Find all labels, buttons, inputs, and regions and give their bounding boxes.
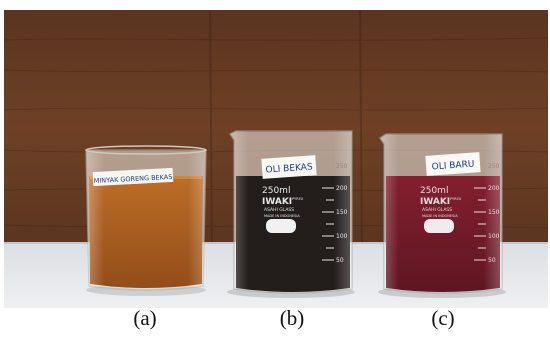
scale-c-200: 200 (488, 185, 500, 192)
glass-a: MINYAK GORENG BEKAS (85, 145, 207, 296)
glass-b: ASAHI GLASS (264, 207, 294, 213)
marking-spot-b (266, 219, 296, 233)
volume-mark-c: 250ml (420, 186, 448, 196)
label-b (261, 155, 317, 179)
label-c-text: OLI BARU (431, 160, 474, 173)
made-in-b: MADE IN INDONESIA (264, 214, 300, 218)
scale-c (474, 187, 486, 261)
volume-mark-b: 250ml (262, 186, 290, 196)
scale-b-250: 250 (336, 163, 348, 170)
scale-c-100: 100 (488, 233, 500, 240)
brand-suffix-c: PYREX (450, 197, 462, 201)
caption-c: (c) (431, 306, 455, 330)
caption-b: (b) (279, 306, 305, 330)
caption-a: (a) (133, 306, 157, 330)
beaker-c: 250ml IWAKI PYREX ASAHI GLASS MADE IN IN… (378, 133, 506, 298)
brand-b: IWAKI (262, 197, 292, 207)
scale-b (322, 187, 334, 261)
scale-b-100: 100 (336, 233, 348, 240)
label-b-text: OLI BEKAS (265, 162, 313, 175)
brand-c: IWAKI (420, 197, 450, 207)
beaker-b: 250ml IWAKI PYREX ASAHI GLASS MADE IN IN… (227, 130, 355, 298)
label-a (92, 167, 174, 187)
brand-suffix-b: PYREX (292, 197, 304, 201)
scale-b-150: 150 (336, 209, 348, 216)
scale-c-150: 150 (488, 209, 500, 216)
glass-c: ASAHI GLASS (422, 207, 452, 213)
scale-c-50: 50 (488, 257, 496, 264)
marking-spot-c (424, 219, 454, 233)
scale-c-250: 250 (488, 163, 500, 170)
made-in-c: MADE IN INDONESIA (422, 214, 458, 218)
scale-b-200: 200 (336, 185, 348, 192)
label-c (425, 152, 481, 176)
scale-b-50: 50 (336, 257, 344, 264)
